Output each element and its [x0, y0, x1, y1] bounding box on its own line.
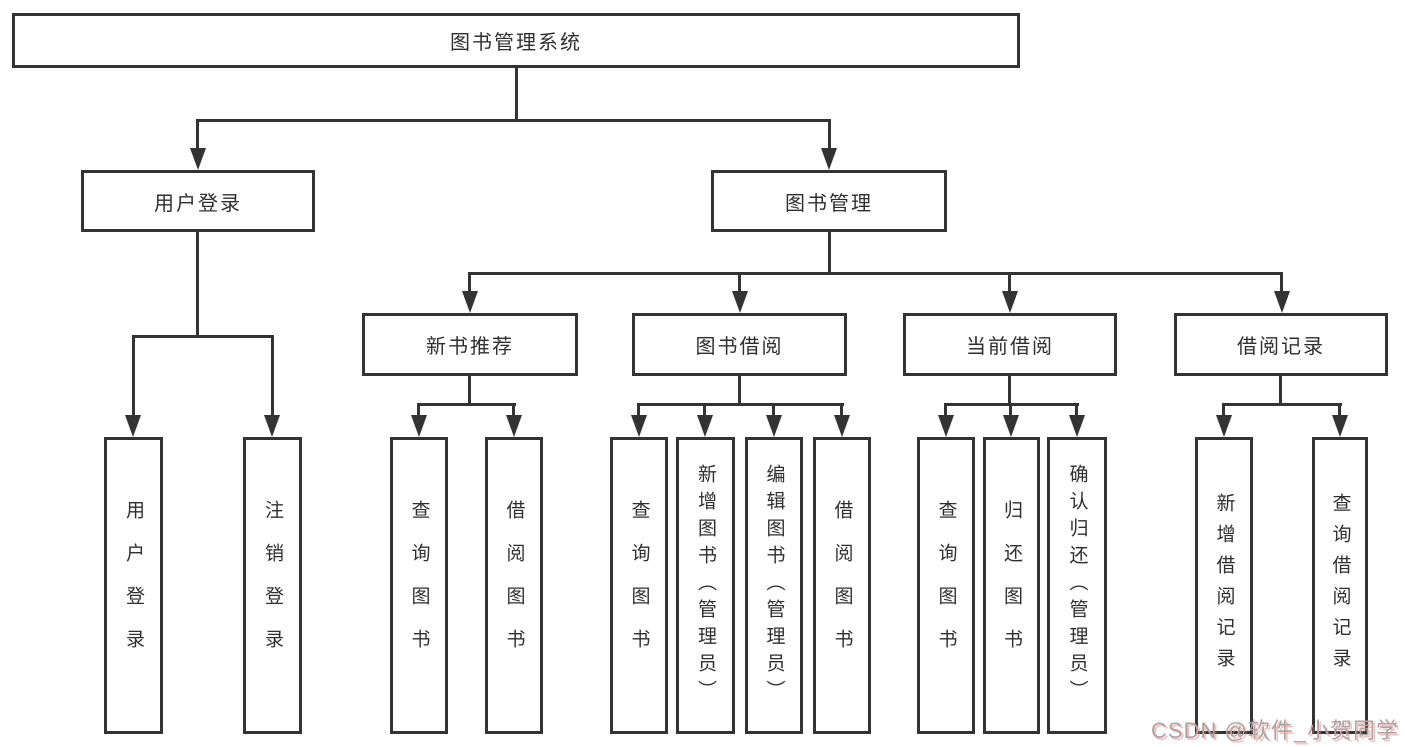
node-label: 确认归还（管理员） [1066, 464, 1088, 707]
connector-line [828, 232, 831, 275]
arrow-down-icon [264, 415, 280, 437]
arrow-down-icon [1274, 291, 1290, 313]
connector-line [132, 335, 135, 417]
connector-line [1008, 272, 1011, 295]
connector-line [271, 335, 274, 417]
node-borrow-books: 借阅图书 [485, 437, 543, 734]
node-label: 图书管理系统 [450, 32, 582, 54]
node-add-books-admin: 新增图书（管理员） [676, 437, 735, 734]
node-book-borrowing: 图书借阅 [632, 313, 847, 376]
node-book-management: 图书管理 [711, 170, 947, 232]
node-logout: 注销登录 [243, 437, 302, 734]
node-borrow-books: 借阅图书 [813, 437, 871, 734]
arrow-down-icon [411, 415, 427, 437]
node-return-books: 归还图书 [983, 437, 1040, 734]
arrow-down-icon [631, 415, 647, 437]
connector-line [1008, 376, 1011, 406]
node-query-books: 查询图书 [917, 437, 975, 734]
node-new-book-recommend: 新书推荐 [362, 313, 578, 376]
node-label: 借阅记录 [1237, 336, 1325, 358]
node-user-login-leaf: 用户登录 [104, 437, 163, 734]
node-library-management-system: 图书管理系统 [12, 13, 1020, 68]
node-label: 用户登录 [123, 499, 144, 672]
arrow-down-icon [1003, 415, 1019, 437]
node-query-borrow-record: 查询借阅记录 [1312, 437, 1368, 734]
arrow-down-icon [732, 291, 748, 313]
connector-line [469, 272, 1283, 275]
connector-line [840, 403, 843, 419]
node-label: 查询借阅记录 [1329, 492, 1351, 679]
connector-line [944, 403, 947, 419]
node-query-books: 查询图书 [390, 437, 448, 734]
connector-line [772, 403, 775, 419]
connector-line [738, 272, 741, 295]
connector-line [468, 376, 471, 406]
connector-line [132, 335, 274, 338]
arrow-down-icon [1332, 415, 1348, 437]
connector-line [637, 403, 844, 406]
arrow-down-icon [190, 148, 206, 170]
node-current-borrowing: 当前借阅 [903, 313, 1117, 376]
connector-line [417, 403, 420, 419]
arrow-down-icon [821, 148, 837, 170]
csdn-watermark: CSDN @软件_小贺同学 [1150, 718, 1399, 743]
node-label: 查询图书 [408, 499, 430, 672]
node-label: 借阅图书 [831, 499, 853, 672]
connector-line [1338, 403, 1341, 419]
node-query-books: 查询图书 [610, 437, 668, 734]
arrow-down-icon [1002, 291, 1018, 313]
connector-line [1222, 403, 1342, 406]
connector-line [637, 403, 640, 419]
node-confirm-return-admin: 确认归还（管理员） [1047, 437, 1107, 734]
node-edit-books-admin: 编辑图书（管理员） [745, 437, 803, 734]
node-label: 当前借阅 [966, 336, 1054, 358]
node-label: 新书推荐 [426, 336, 514, 358]
connector-line [515, 68, 518, 120]
connector-line [1075, 403, 1078, 419]
connector-line [196, 119, 199, 149]
connector-line [828, 119, 831, 149]
connector-line [1280, 272, 1283, 295]
node-user-login: 用户登录 [81, 170, 315, 232]
arrow-down-icon [506, 415, 522, 437]
connector-line [468, 272, 471, 295]
node-label: 注销登录 [262, 499, 283, 672]
node-label: 新增图书（管理员） [695, 464, 716, 707]
connector-line [197, 119, 831, 122]
node-label: 借阅图书 [503, 499, 525, 672]
node-borrowing-records: 借阅记录 [1174, 313, 1388, 376]
node-label: 查询图书 [935, 499, 957, 672]
connector-line [1222, 403, 1225, 419]
node-label: 新增借阅记录 [1213, 492, 1235, 679]
arrow-down-icon [834, 415, 850, 437]
connector-line [1009, 403, 1012, 419]
node-label: 图书借阅 [695, 336, 784, 358]
node-label: 用户登录 [154, 192, 242, 215]
connector-line [512, 403, 515, 419]
node-label: 图书管理 [785, 192, 873, 215]
connector-line [703, 403, 706, 419]
node-label: 归还图书 [1001, 499, 1022, 672]
arrow-down-icon [462, 291, 478, 313]
connector-line [738, 376, 741, 406]
node-label: 编辑图书（管理员） [763, 464, 785, 707]
connector-line [1279, 376, 1282, 406]
arrow-down-icon [1216, 415, 1232, 437]
node-add-borrow-record: 新增借阅记录 [1195, 437, 1253, 734]
node-label: 查询图书 [628, 499, 650, 672]
connector-line [196, 232, 199, 338]
arrow-down-icon [1069, 415, 1085, 437]
connector-line [417, 403, 516, 406]
arrow-down-icon [125, 415, 141, 437]
arrow-down-icon [766, 415, 782, 437]
arrow-down-icon [938, 415, 954, 437]
arrow-down-icon [697, 415, 713, 437]
